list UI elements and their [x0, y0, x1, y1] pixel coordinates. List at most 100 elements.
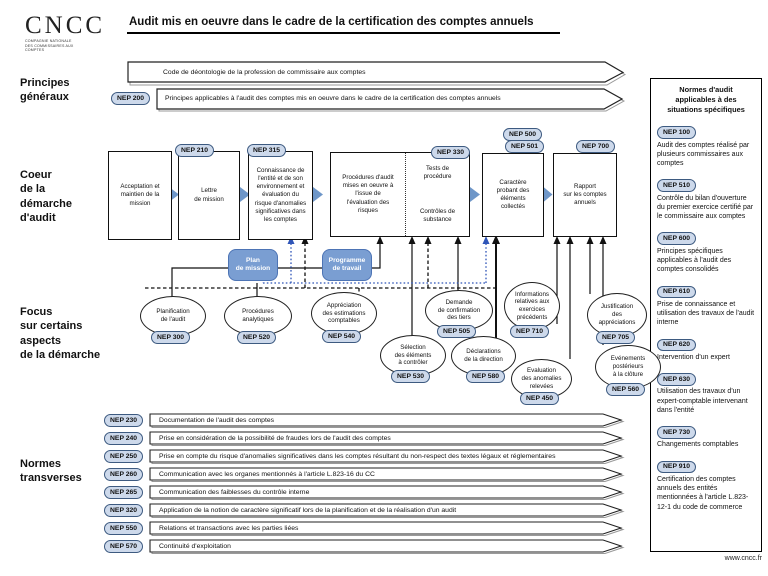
sidebar-item-text: Audit des comptes réalisé par plusieurs …: [657, 141, 750, 168]
sidebar-item-nep-730: NEP 730 Changements comptables: [657, 421, 755, 450]
oval-demande-confirmation: Demande de confirmation des tiers: [425, 290, 493, 331]
nep-100-badge: NEP 100: [657, 126, 697, 140]
nep-265-badge: NEP 265: [104, 486, 144, 499]
cncc-logo: CNCC COMPAGNIE NATIONALE DES COMMISSAIRE…: [25, 13, 105, 53]
arrow-text: Communication avec les organes mentionné…: [159, 470, 375, 478]
nep-710-badge: NEP 710: [510, 325, 550, 338]
flow-box-procedures-audit: Procédures d'audit mises en oeuvre à l'i…: [330, 152, 470, 237]
nep-330-badge: NEP 330: [431, 146, 471, 159]
oval-selection-elements: Sélection des éléments à contrôler: [380, 335, 446, 376]
box4-tests-label: Tests de procédure: [423, 165, 452, 181]
box4-controles-label: Contrôles de substance: [419, 207, 456, 223]
nep-210-badge: NEP 210: [175, 144, 215, 157]
cncc-logo-subtext: COMPAGNIE NATIONALE DES COMMISSAIRES AUX…: [25, 39, 74, 53]
arrow-text: Continuité d'exploitation: [159, 542, 231, 550]
transverse-arrow-nep-230: Documentation de l'audit des comptes: [149, 413, 625, 429]
arrow-code-deontologie: Code de déontologie de la profession de …: [127, 61, 627, 86]
nep-450-badge: NEP 450: [520, 392, 560, 405]
sidebar-item-nep-910: NEP 910 Certification des comptes annuel…: [657, 455, 755, 512]
page-title: Audit mis en oeuvre dans le cadre de la …: [127, 16, 560, 34]
sidebar-item-nep-620: NEP 620 Intervention d'un expert: [657, 333, 755, 362]
transverse-arrow-nep-550: Relations et transactions avec les parti…: [149, 521, 625, 537]
section-label-coeur: Coeur de la démarche d'audit: [20, 169, 72, 224]
oval-appreciation-estimations: Appréciation des estimations comptables: [311, 292, 377, 335]
footer-url: www.cncc.fr: [724, 555, 762, 562]
nep-560-badge: NEP 560: [606, 383, 646, 396]
nep-230-badge: NEP 230: [104, 414, 144, 427]
arrow-text: Documentation de l'audit des comptes: [159, 416, 275, 424]
transverse-arrow-nep-240: Prise en considération de la possibilité…: [149, 431, 625, 447]
oval-justification-appreciations: Justification des appréciations: [587, 293, 647, 337]
nep-200-badge: NEP 200: [111, 92, 151, 105]
nep-620-badge: NEP 620: [657, 338, 697, 352]
nep-315-badge: NEP 315: [247, 144, 287, 157]
section-label-focus: Focus sur certains aspects de la démarch…: [20, 306, 101, 361]
sidebar-item-nep-100: NEP 100 Audit des comptes réalisé par pl…: [657, 121, 755, 169]
nep-300-badge: NEP 300: [151, 331, 191, 344]
nep-610-badge: NEP 610: [657, 285, 697, 299]
section-label-principes: Principes généraux: [20, 77, 70, 104]
oval-declarations-direction: Déclarations de la direction: [451, 336, 516, 376]
flow-box-acceptation: Acceptation et maintien de la mission: [108, 151, 172, 240]
oval-planification: Planification de l'audit: [140, 296, 206, 336]
programme-travail-box: Programme de travail: [322, 249, 372, 281]
nep-500-badge: NEP 500: [503, 128, 543, 141]
sidebar-item-nep-610: NEP 610 Prise de connaissance et utilisa…: [657, 280, 755, 328]
arrow-text: Prise en compte du risque d'anomalies si…: [159, 452, 556, 460]
sidebar-item-nep-630: NEP 630 Utilisation des travaux d'un exp…: [657, 368, 755, 416]
box4-left-label: Procédures d'audit mises en oeuvre à l'i…: [342, 174, 394, 214]
oval-evenements-posterieurs: Evénements postérieurs à la clôture: [595, 345, 661, 389]
nep-501-badge: NEP 501: [505, 140, 545, 153]
oval-informations-exercices: Informations relatives aux exercices pré…: [504, 282, 560, 330]
arrow-text: Code de déontologie de la profession de …: [163, 68, 366, 76]
sidebar-item-nep-510: NEP 510 Contrôle du bilan d'ouverture du…: [657, 174, 755, 222]
section-label-transverses: Normes transverses: [20, 458, 82, 485]
sidebar-item-nep-600: NEP 600 Principes spécifiques applicable…: [657, 227, 755, 275]
nep-600-badge: NEP 600: [657, 232, 697, 246]
nep-530-badge: NEP 530: [391, 370, 431, 383]
flow-box-caractere-probant: Caractère probant des éléments collectés: [482, 153, 544, 237]
flow-box-connaissance-entite: Connaissance de l'entité et de son envir…: [248, 151, 313, 240]
nep-700-badge: NEP 700: [576, 140, 616, 153]
transverse-arrow-nep-320: Application de la notion de caractère si…: [149, 503, 625, 519]
nep-630-badge: NEP 630: [657, 373, 697, 386]
sidebar-item-text: Contrôle du bilan d'ouverture du premier…: [657, 194, 754, 221]
arrow-text: Prise en considération de la possibilité…: [159, 434, 391, 442]
flow-box-rapport: Rapport sur les comptes annuels: [553, 153, 617, 237]
oval-procedures-analytiques: Procédures analytiques: [224, 296, 292, 336]
plan-de-mission-box: Plan de mission: [228, 249, 278, 281]
nep-240-badge: NEP 240: [104, 432, 144, 445]
nep-505-badge: NEP 505: [437, 325, 477, 338]
nep-520-badge: NEP 520: [237, 331, 277, 344]
nep-910-badge: NEP 910: [657, 460, 697, 474]
flow-box-lettre-mission: Lettre de mission: [178, 151, 240, 240]
nep-540-badge: NEP 540: [322, 330, 362, 343]
cncc-logo-text: CNCC: [25, 12, 106, 39]
sidebar-item-text: Prise de connaissance et utilisation des…: [657, 300, 755, 327]
sidebar-title: Normes d'audit applicables à des situati…: [667, 85, 745, 114]
nep-570-badge: NEP 570: [104, 540, 144, 553]
sidebar-item-text: Changements comptables: [657, 441, 739, 449]
transverse-arrow-nep-260: Communication avec les organes mentionné…: [149, 467, 625, 483]
sidebar-item-text: Certification des comptes annuels des en…: [657, 475, 749, 511]
arrow-text: Communication des faiblesses du contrôle…: [159, 488, 310, 496]
nep-550-badge: NEP 550: [104, 522, 144, 535]
transverse-arrow-nep-570: Continuité d'exploitation: [149, 539, 625, 555]
nep-260-badge: NEP 260: [104, 468, 144, 481]
arrow-text: Principes applicables à l'audit des comp…: [165, 95, 501, 102]
sidebar-item-text: Intervention d'un expert: [657, 353, 730, 361]
nep-580-badge: NEP 580: [466, 370, 506, 383]
sidebar-item-text: Utilisation des travaux d'un expert-comp…: [657, 388, 748, 414]
transverse-arrow-nep-265: Communication des faiblesses du contrôle…: [149, 485, 625, 501]
nep-250-badge: NEP 250: [104, 450, 144, 463]
nep-320-badge: NEP 320: [104, 504, 144, 517]
arrow-nep-200: Principes applicables à l'audit des comp…: [156, 88, 626, 112]
arrow-text: Application de la notion de caractère si…: [159, 506, 457, 514]
nep-510-badge: NEP 510: [657, 179, 697, 193]
nep-730-badge: NEP 730: [657, 426, 697, 439]
sidebar-normes-specifiques: Normes d'audit applicables à des situati…: [650, 78, 762, 552]
arrow-text: Relations et transactions avec les parti…: [159, 524, 299, 532]
sidebar-item-text: Principes spécifiques applicables à l'au…: [657, 247, 732, 274]
